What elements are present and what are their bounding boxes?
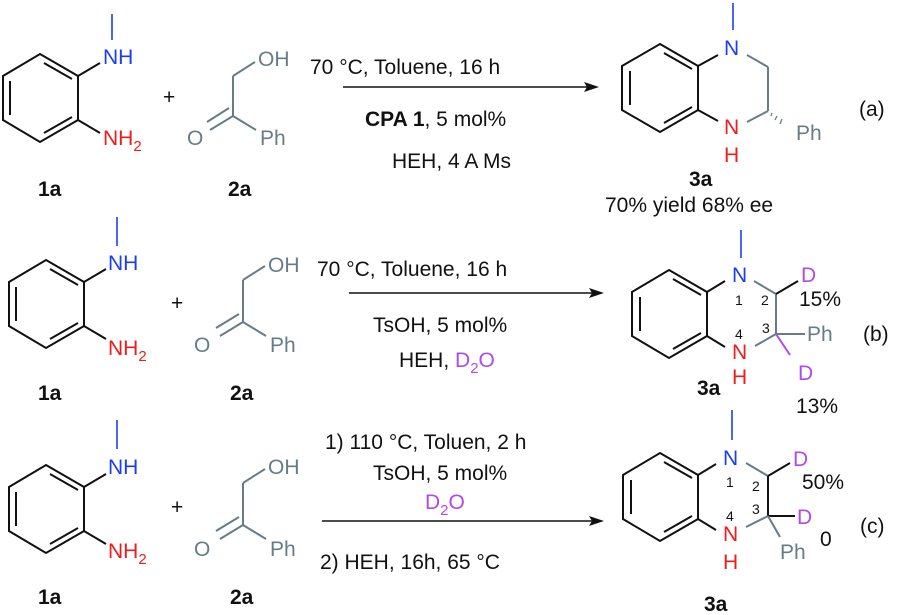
oh-label: OH [258, 48, 290, 71]
compound-label-2a: 2a [230, 382, 254, 405]
condition-b-catalyst: TsOH, 5 mol% [373, 314, 507, 337]
compound-label-3a: 3a [704, 593, 728, 615]
condition-a-above: 70 °C, Toluene, 16 h [310, 56, 500, 79]
row-b: NH NH2 1a + OH O Ph 2a 70 °C, Toluene, 1… [8, 217, 889, 418]
nh-n-label: N [724, 116, 739, 139]
compound-label-3a: 3a [697, 377, 721, 400]
product-3a-c-structure: N N H 1 2 3 4 D D Ph 50% 0 (c) 3a [622, 410, 885, 615]
n-methyl-label: N [732, 264, 747, 287]
compound-1a-structure: NH NH2 1a [1, 14, 142, 201]
n-methyl-label: N [724, 37, 739, 60]
position-4: 4 [726, 508, 734, 524]
deuterium-c2-label: D [793, 448, 808, 471]
o-label: O [187, 127, 203, 150]
deuterium-c3-percent: 0 [820, 528, 832, 551]
compound-label-2a: 2a [230, 586, 254, 609]
position-1: 1 [735, 292, 743, 308]
deuterium-c3-label: D [797, 506, 812, 529]
condition-c-catalyst: TsOH, 5 mol% [373, 462, 507, 485]
nh-h-label: H [724, 144, 739, 167]
reaction-arrow-a: 70 °C, Toluene, 16 h CPA 1, 5 mol% HEH, … [310, 56, 599, 173]
condition-c-step1: 1) 110 °C, Toluen, 2 h [325, 431, 526, 454]
nh-h-label: H [723, 551, 738, 574]
condition-c-solvent: D2O [425, 491, 465, 519]
nh2-label: NH2 [103, 127, 142, 155]
deuterium-c3-percent: 13% [796, 395, 838, 418]
row-a: NH NH2 1a + OH O Ph 2a 70 °C, Toluene, 1… [1, 3, 885, 217]
ph-label: Ph [796, 122, 822, 145]
reaction-tag-c: (c) [860, 515, 885, 538]
plus-sign: + [171, 496, 183, 519]
position-1: 1 [726, 474, 734, 490]
oh-label: OH [268, 254, 300, 277]
nh-n-label: N [723, 523, 738, 546]
compound-2a-structure: OH O Ph 2a [194, 254, 300, 405]
o-label: O [194, 538, 210, 561]
condition-b-above: 70 °C, Toluene, 16 h [317, 258, 507, 281]
reaction-arrow-c: 1) 110 °C, Toluen, 2 h TsOH, 5 mol% D2O … [320, 431, 604, 574]
nh-label: NH [108, 252, 138, 275]
deuterium-c3-label: D [798, 362, 813, 385]
deuterium-c2-percent: 15% [799, 288, 841, 311]
condition-a-additives: HEH, 4 A Ms [392, 150, 511, 173]
product-3a-b-structure: N N H 1 2 3 4 D D Ph 15% 13% (b) 3a [631, 230, 889, 418]
compound-label-3a: 3a [689, 168, 713, 191]
position-3: 3 [752, 501, 760, 517]
nh-label: NH [103, 46, 133, 69]
deuterium-c2-label: D [801, 264, 816, 287]
oh-label: OH [268, 456, 300, 479]
ph-label: Ph [780, 541, 806, 564]
compound-1a-structure: NH NH2 1a [8, 217, 147, 405]
nh-n-label: N [732, 341, 747, 364]
reaction-tag-b: (b) [863, 323, 889, 346]
condition-b-additives: HEH, D2O [399, 349, 495, 377]
deuterium-c2-percent: 50% [802, 471, 844, 494]
row-c: NH NH2 1a + OH O Ph 2a 1) 110 °C, Toluen… [8, 410, 885, 615]
compound-1a-structure: NH NH2 1a [8, 420, 147, 609]
compound-label-1a: 1a [38, 178, 62, 201]
nh2-label: NH2 [108, 540, 147, 568]
position-2: 2 [752, 478, 760, 494]
position-2: 2 [761, 292, 769, 308]
plus-sign: + [163, 86, 175, 109]
yield-ee-result: 70% yield 68% ee [605, 194, 773, 217]
o-label: O [194, 334, 210, 357]
condition-c-step2: 2) HEH, 16h, 65 °C [320, 551, 500, 574]
reaction-tag-a: (a) [859, 98, 885, 121]
ph-label: Ph [807, 323, 833, 346]
condition-a-catalyst: CPA 1, 5 mol% [365, 108, 506, 131]
position-4: 4 [735, 326, 743, 342]
nh-h-label: H [732, 366, 747, 389]
ph-label: Ph [270, 538, 296, 561]
position-3: 3 [762, 320, 770, 336]
compound-2a-structure: OH O Ph 2a [187, 48, 290, 201]
n-methyl-label: N [723, 447, 738, 470]
compound-label-1a: 1a [38, 382, 62, 405]
ph-label: Ph [260, 127, 286, 150]
product-3a-a-structure: N N H Ph (a) 3a 70% yield 68% ee [605, 3, 885, 217]
compound-2a-structure: OH O Ph 2a [194, 456, 300, 609]
ph-label: Ph [270, 334, 296, 357]
nh-label: NH [108, 456, 138, 479]
nh2-label: NH2 [108, 337, 147, 365]
compound-label-2a: 2a [228, 178, 252, 201]
compound-label-1a: 1a [38, 586, 62, 609]
plus-sign: + [171, 292, 183, 315]
reaction-arrow-b: 70 °C, Toluene, 16 h TsOH, 5 mol% HEH, D… [317, 258, 604, 377]
